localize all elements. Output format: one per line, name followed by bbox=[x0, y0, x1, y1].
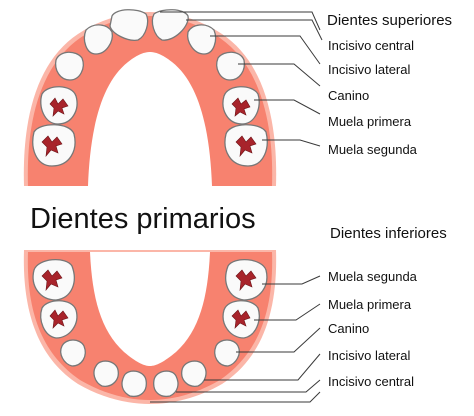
upper-lateral-incisor-left bbox=[187, 24, 217, 55]
lower-gum-arch bbox=[23, 250, 277, 404]
lower-label-central-incisor: Incisivo central bbox=[328, 374, 414, 389]
upper-label-central-incisor: Incisivo central bbox=[328, 38, 414, 53]
upper-label-second-molar: Muela segunda bbox=[328, 142, 418, 157]
upper-lateral-incisor-right bbox=[83, 24, 113, 55]
lower-label-first-molar: Muela primera bbox=[328, 297, 412, 312]
upper-label-lateral-incisor: Incisivo lateral bbox=[328, 62, 410, 77]
lower-central-incisor-left bbox=[153, 370, 179, 398]
lower-label-lateral-incisor: Incisivo lateral bbox=[328, 348, 410, 363]
lower-label-canine: Canino bbox=[328, 321, 369, 336]
upper-teeth bbox=[32, 9, 268, 167]
lower-label-second-molar: Muela segunda bbox=[328, 269, 418, 284]
lower-teeth bbox=[32, 259, 268, 398]
lower-central-incisor-right bbox=[121, 370, 147, 398]
upper-canine-right bbox=[54, 51, 84, 81]
upper-label-first-molar: Muela primera bbox=[328, 114, 412, 129]
upper-canine-left bbox=[216, 51, 246, 81]
upper-label-canine: Canino bbox=[328, 88, 369, 103]
upper-leader-lines bbox=[160, 11, 323, 147]
lower-lateral-incisor-right bbox=[93, 360, 119, 387]
lower-canine-left bbox=[214, 339, 240, 367]
upper-gum-arch bbox=[23, 12, 277, 186]
upper-teeth-heading: Dientes superiores bbox=[327, 12, 452, 29]
lower-canine-right bbox=[60, 339, 86, 367]
diagram-title: Dientes primarios bbox=[30, 203, 256, 235]
upper-central-incisor-left bbox=[151, 9, 189, 41]
upper-central-incisor-right bbox=[109, 9, 149, 41]
lower-leader-lines bbox=[150, 275, 321, 403]
lower-lateral-incisor-left bbox=[181, 360, 207, 387]
lower-teeth-heading: Dientes inferiores bbox=[330, 225, 447, 242]
